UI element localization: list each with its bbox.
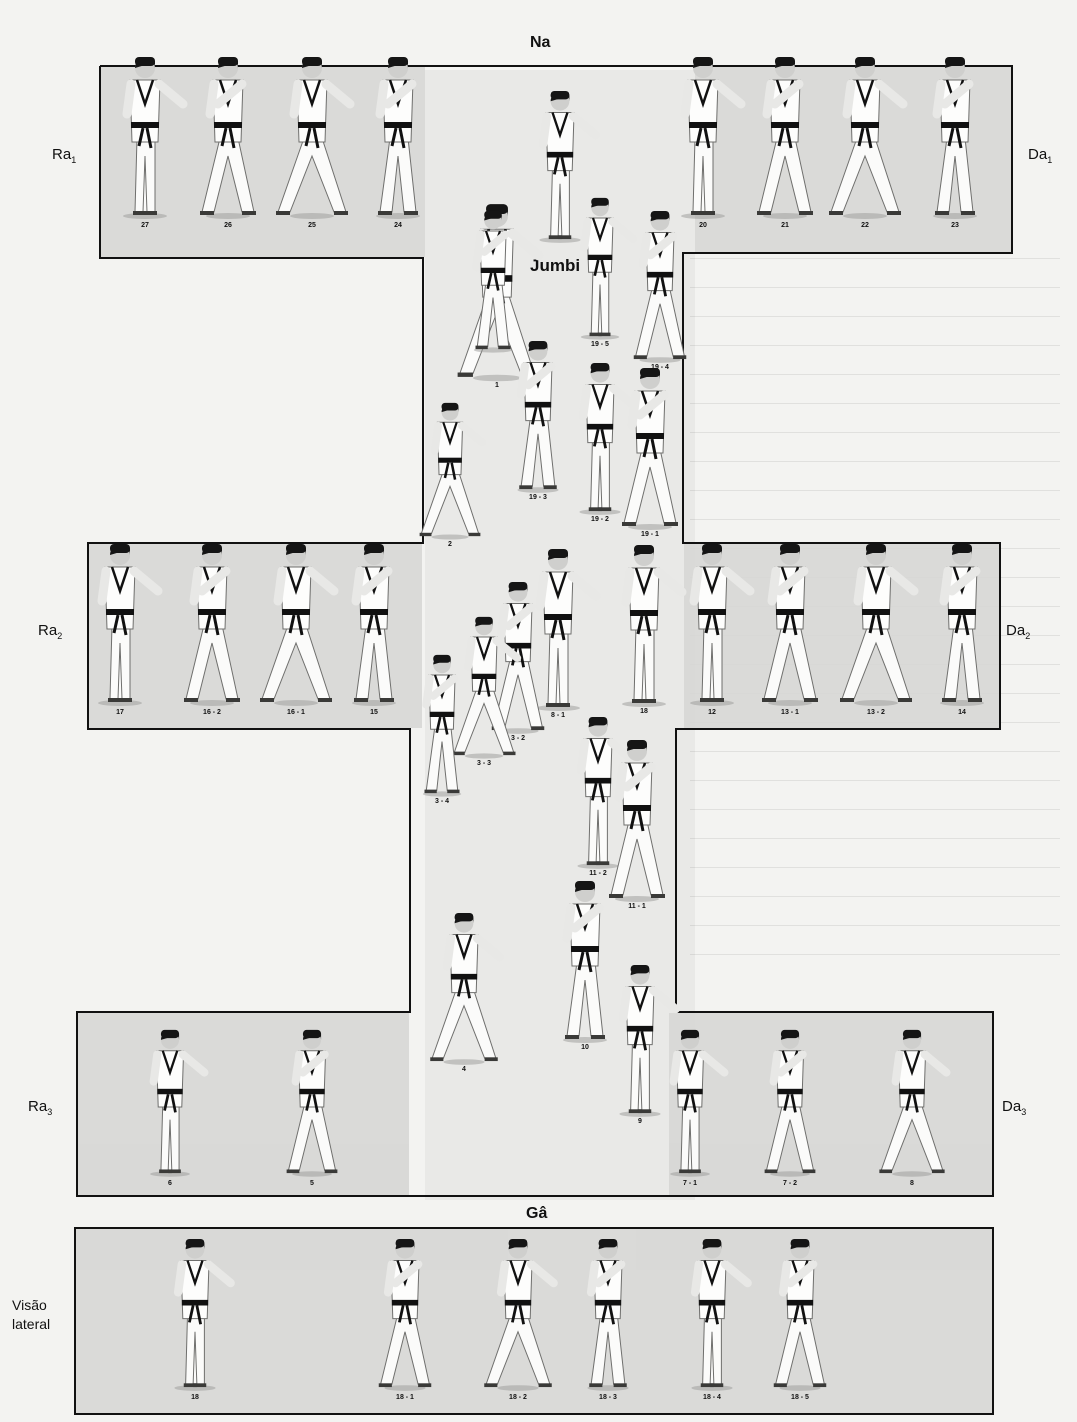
- step-number: 19 - 3: [529, 494, 547, 501]
- martial-artist-figure: [622, 545, 682, 707]
- step-number: 18 - 4: [703, 1394, 721, 1401]
- martial-artist-figure: [123, 57, 183, 219]
- martial-artist-figure: [622, 368, 678, 530]
- martial-artist-figure: [379, 1239, 432, 1391]
- martial-artist-figure: [940, 544, 984, 706]
- step-number: 16 - 2: [203, 709, 221, 716]
- step-number: 19 - 1: [641, 531, 659, 538]
- martial-artist-figure: [260, 544, 334, 706]
- martial-artist-figure: [619, 965, 675, 1117]
- step-number: 10: [581, 1044, 589, 1051]
- martial-artist-figure: [376, 57, 420, 219]
- step-number: 12: [708, 709, 716, 716]
- step-number: 18 - 2: [509, 1394, 527, 1401]
- martial-artist-figure: [174, 1239, 230, 1391]
- step-number: 11 - 1: [628, 903, 646, 910]
- step-number: 4: [462, 1066, 466, 1073]
- martial-artist-figure: [634, 211, 687, 363]
- step-number: 22: [861, 222, 869, 229]
- step-number: 20: [699, 222, 707, 229]
- step-number: 9: [638, 1118, 642, 1125]
- step-number: 25: [308, 222, 316, 229]
- martial-artist-figure: [184, 544, 240, 706]
- step-number: 11 - 2: [589, 870, 607, 877]
- step-number: 8 - 1: [551, 712, 565, 719]
- step-number: 1: [495, 382, 499, 389]
- martial-artist-figure: [609, 740, 665, 902]
- step-number: 13 - 2: [867, 709, 885, 716]
- step-number: 21: [781, 222, 789, 229]
- step-number: 15: [370, 709, 378, 716]
- step-number: 17: [116, 709, 124, 716]
- step-number: 5: [310, 1180, 314, 1187]
- martial-artist-figure: [150, 1030, 204, 1177]
- step-number: 14: [958, 709, 966, 716]
- martial-artist-figure: [829, 57, 903, 219]
- step-number: 19 - 2: [591, 516, 609, 523]
- martial-artist-figure: [762, 544, 818, 706]
- martial-artist-figure: [587, 1239, 628, 1391]
- martial-artist-figure: [681, 57, 741, 219]
- step-number: 2: [448, 541, 452, 548]
- martial-artist-figure: [579, 363, 635, 515]
- step-number: 27: [141, 222, 149, 229]
- martial-artist-figure: [430, 913, 499, 1065]
- step-number: 26: [224, 222, 232, 229]
- step-number: 18: [640, 708, 648, 715]
- step-number: 3 - 3: [477, 760, 491, 767]
- martial-artist-figure: [933, 57, 977, 219]
- martial-artist-figure: [352, 544, 396, 706]
- martial-artist-figure: [765, 1030, 816, 1177]
- step-number: 3 - 2: [511, 735, 525, 742]
- martial-artist-figure: [287, 1030, 338, 1177]
- step-number: 13 - 1: [781, 709, 799, 716]
- martial-artist-figure: [423, 655, 462, 797]
- martial-artist-figure: [563, 881, 607, 1043]
- step-number: 8: [910, 1180, 914, 1187]
- martial-artist-figure: [757, 57, 813, 219]
- step-number: 7 - 2: [783, 1180, 797, 1187]
- martial-artist-figure: [276, 57, 350, 219]
- step-number: 18 - 3: [599, 1394, 617, 1401]
- step-number: 3 - 4: [435, 798, 449, 805]
- martial-artist-figure: [420, 403, 482, 540]
- step-number: 16 - 1: [287, 709, 305, 716]
- martial-artist-figure: [691, 1239, 747, 1391]
- step-number: 6: [168, 1180, 172, 1187]
- step-number: 19 - 5: [591, 341, 609, 348]
- step-number: 23: [951, 222, 959, 229]
- step-number: 19 - 4: [651, 364, 669, 371]
- martial-artist-figure: [774, 1239, 827, 1391]
- step-number: 24: [394, 222, 402, 229]
- step-number: 7 - 1: [683, 1180, 697, 1187]
- step-number: 18 - 5: [791, 1394, 809, 1401]
- martial-artist-figure: [536, 549, 596, 711]
- martial-artist-figure: [879, 1030, 946, 1177]
- martial-artist-figure: [581, 198, 634, 340]
- martial-artist-figure: [670, 1030, 724, 1177]
- martial-artist-figure: [484, 1239, 553, 1391]
- martial-artist-figure: [840, 544, 914, 706]
- martial-artist-figure: [517, 341, 558, 493]
- martial-artist-figure: [690, 544, 750, 706]
- martial-artist-figure: [98, 544, 158, 706]
- step-number: 18 - 1: [396, 1394, 414, 1401]
- step-number: 18: [191, 1394, 199, 1401]
- martial-artist-figure: [200, 57, 256, 219]
